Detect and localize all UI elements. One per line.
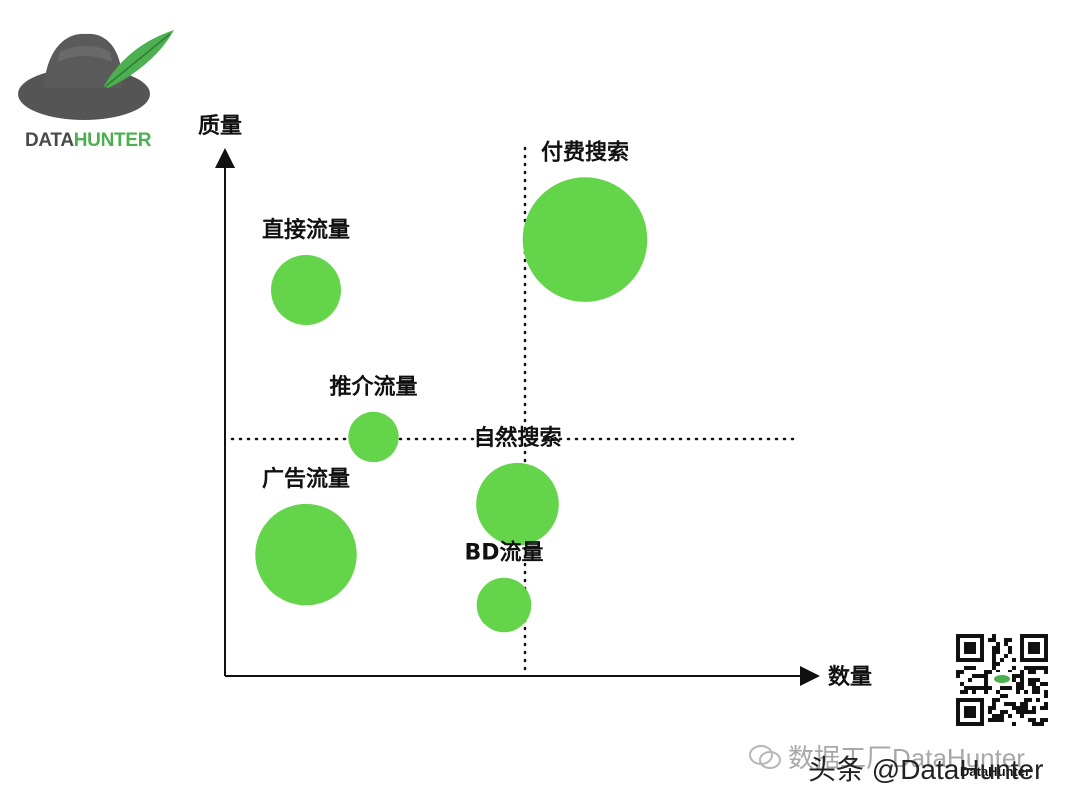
- logo-text-hunter: HUNTER: [73, 130, 152, 151]
- qr-caption: DataHunter: [960, 764, 1031, 779]
- datahunter-logo: [16, 22, 186, 162]
- bubble-4: [476, 462, 559, 546]
- wechat-watermark: 数据工厂DataHunter: [748, 738, 1025, 775]
- bubble-3: [522, 177, 648, 302]
- x-axis-label: 数量: [828, 664, 872, 690]
- bubble-label-1: 推介流量: [329, 374, 417, 400]
- logo-wordmark: DATAHUNTER: [25, 130, 151, 152]
- hat-feather-icon: [18, 30, 174, 120]
- bubble-5: [476, 577, 532, 633]
- bubble-label-2: 广告流量: [262, 466, 350, 492]
- bubble-0: [271, 255, 341, 325]
- bubble-label-4: 自然搜索: [473, 425, 561, 451]
- bubble-label-0: 直接流量: [262, 217, 350, 243]
- bubble-label-3: 付费搜索: [541, 140, 629, 165]
- bubble-1: [348, 411, 399, 463]
- qr-code: [956, 634, 1048, 726]
- watermark-text: 数据工厂DataHunter: [788, 743, 1025, 773]
- bubble-2: [255, 503, 357, 606]
- bubble-label-5: BD流量: [464, 540, 543, 566]
- y-axis-label: 质量: [198, 114, 242, 139]
- wechat-icon: [749, 744, 781, 769]
- logo-text-data: DATA: [25, 130, 74, 151]
- attribution-text: 头条 @DataHunter: [808, 754, 1044, 785]
